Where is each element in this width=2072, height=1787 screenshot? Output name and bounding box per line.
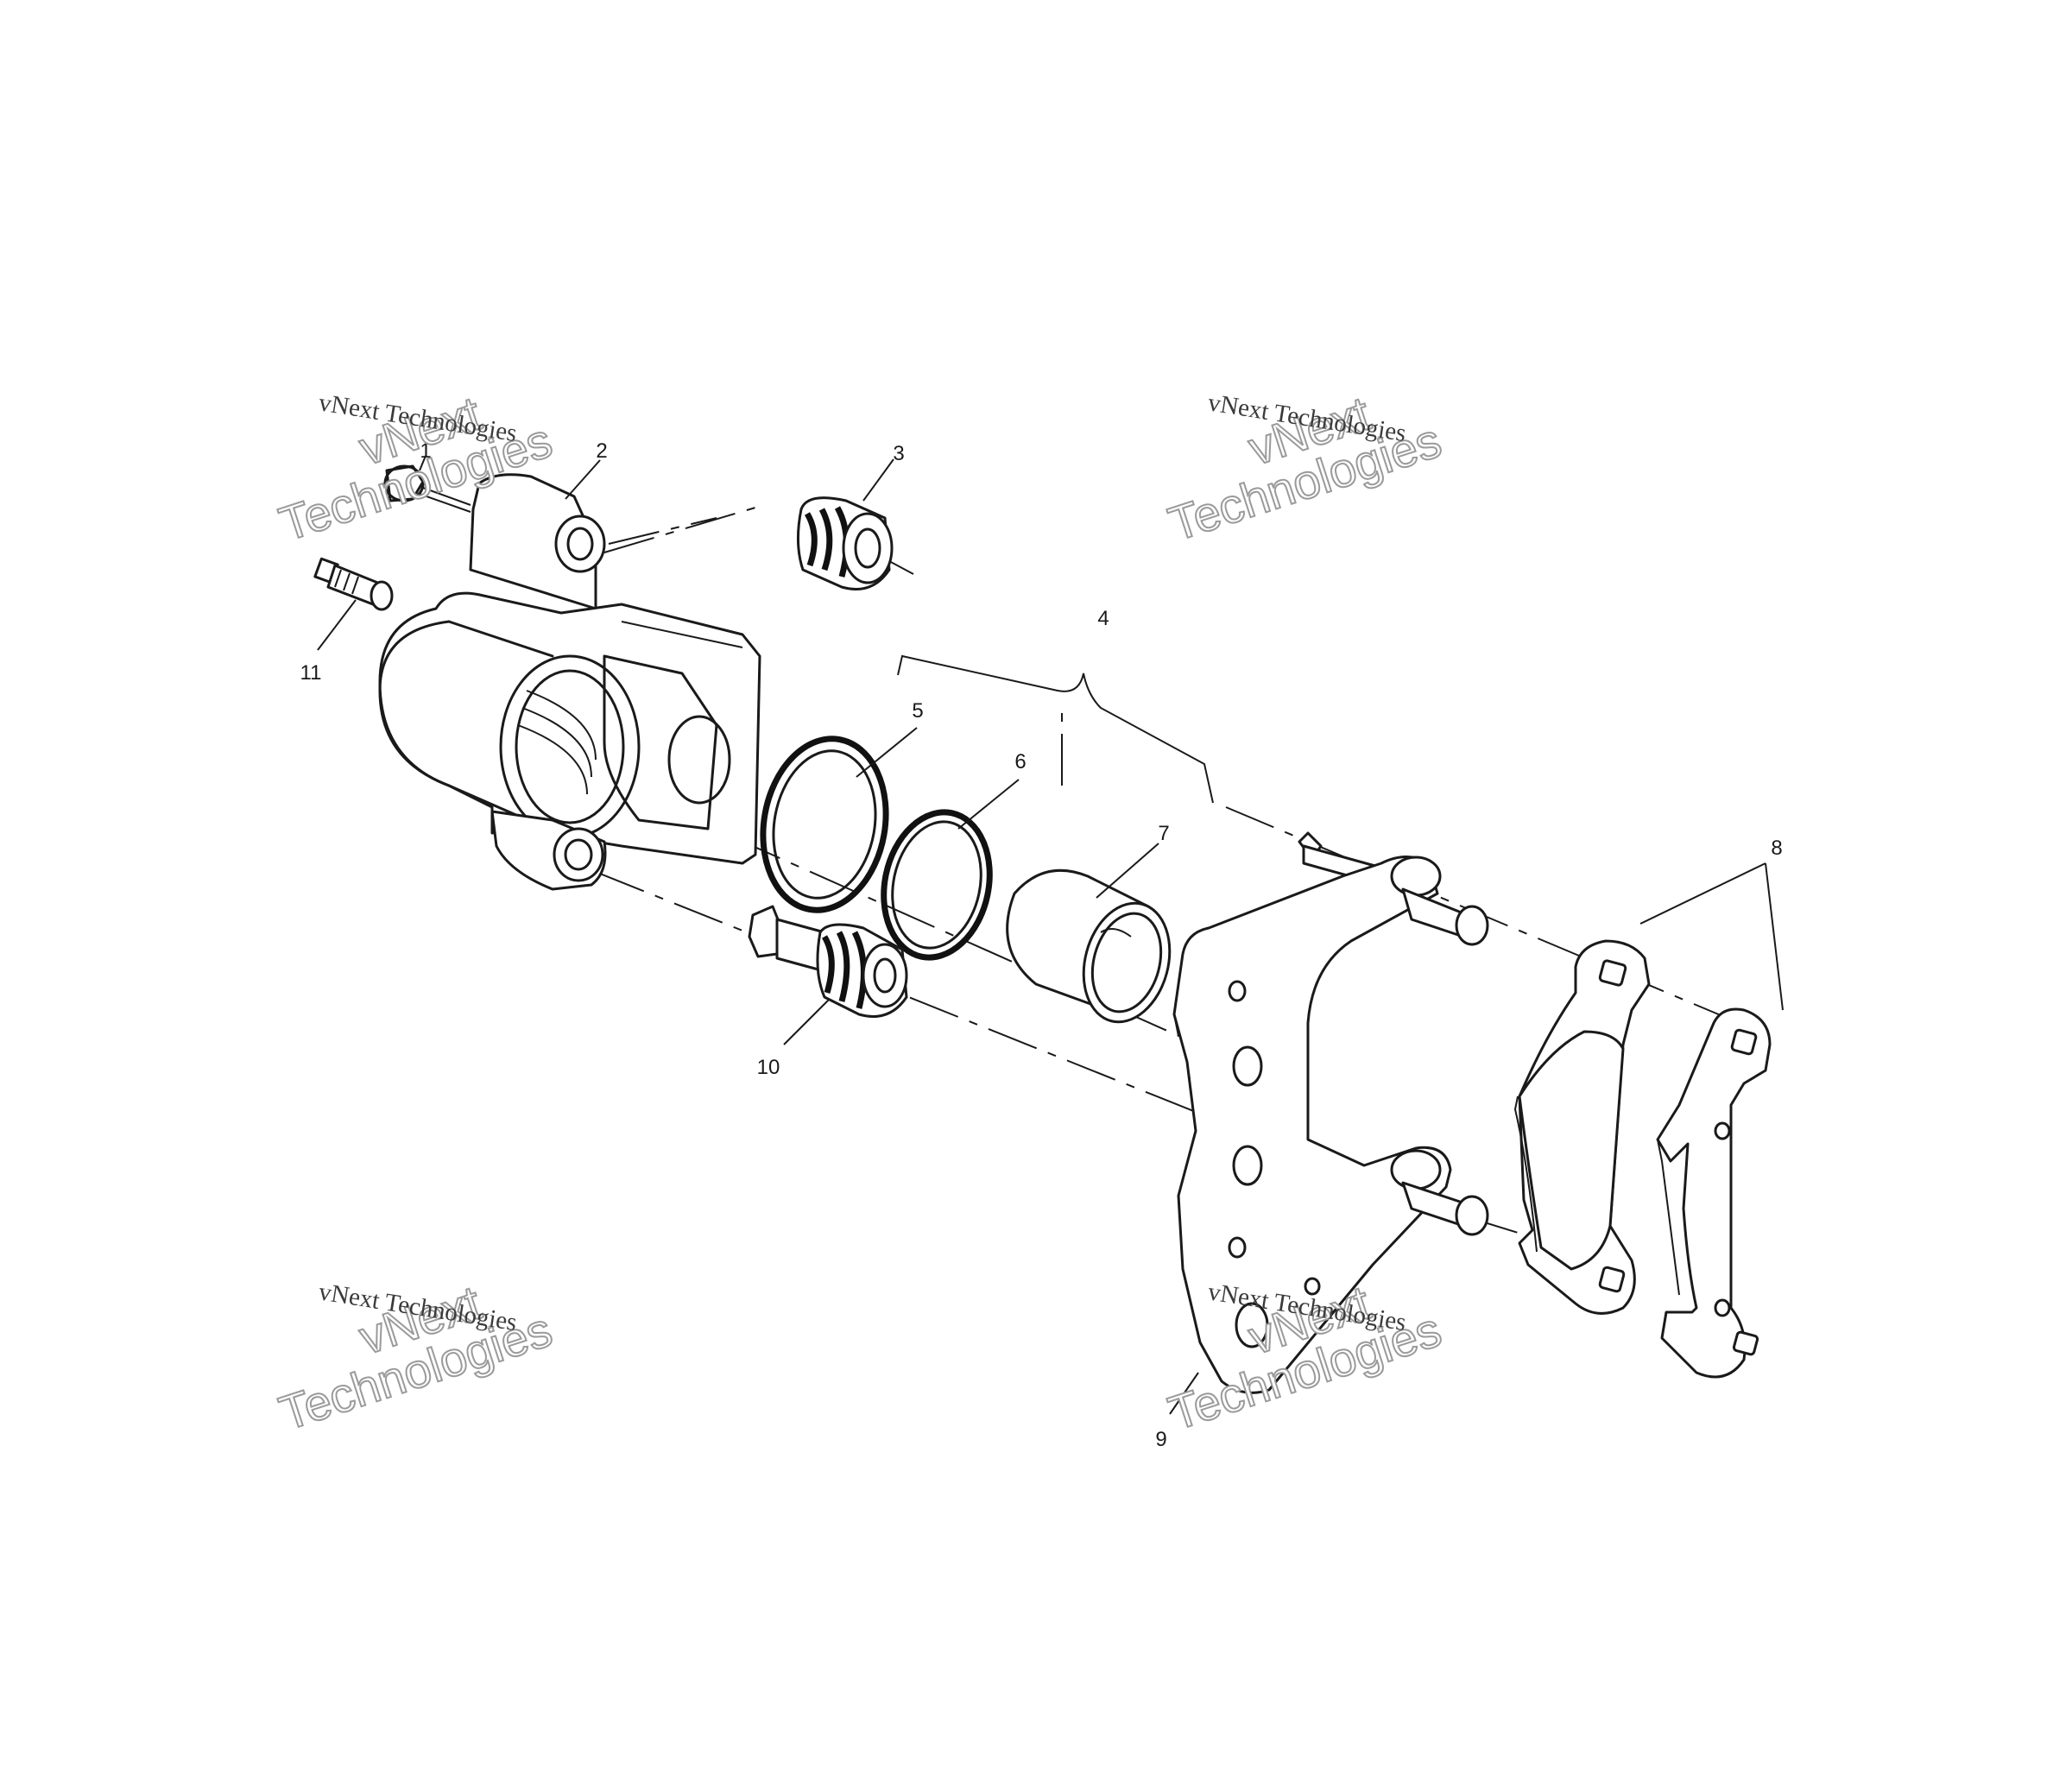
callout-5: 5 (912, 699, 923, 723)
callout-1: 1 (420, 439, 431, 463)
part-3-pin-boot (796, 496, 914, 590)
watermark-bottom-left: vNext Technologies vNext Technologies (272, 1274, 559, 1442)
part-2-caliper-body (378, 473, 761, 891)
part-4-kit-bracket (897, 654, 1214, 804)
callout-4: 4 (1097, 607, 1109, 630)
part-11-bleeder-screw (313, 557, 394, 651)
callout-8: 8 (1771, 837, 1782, 860)
callout-9: 9 (1155, 1428, 1166, 1451)
part-8-brake-pad-inner (1513, 939, 1651, 1315)
callout-6: 6 (1014, 750, 1026, 774)
callout-labels: 1 2 3 4 5 6 7 8 9 10 11 (300, 439, 1783, 1451)
callout-2: 2 (596, 439, 607, 463)
callout-3: 3 (893, 442, 904, 465)
watermark-top-right: vNext Technologies vNext Technologies (1161, 385, 1448, 553)
part-6-seal (881, 809, 993, 961)
callout-10: 10 (757, 1056, 780, 1079)
part-1-bleeder-cap (383, 464, 471, 506)
callout-11: 11 (300, 661, 322, 685)
callout-leaders (419, 455, 1784, 1011)
callout-7: 7 (1158, 822, 1169, 845)
part-7-piston (1006, 868, 1172, 1024)
part-9-mounting-bracket (1169, 831, 1489, 1415)
part-8-brake-pad-outer (1656, 1007, 1772, 1379)
part-10-slide-pin (748, 905, 908, 1045)
part-5-seal (760, 736, 889, 913)
